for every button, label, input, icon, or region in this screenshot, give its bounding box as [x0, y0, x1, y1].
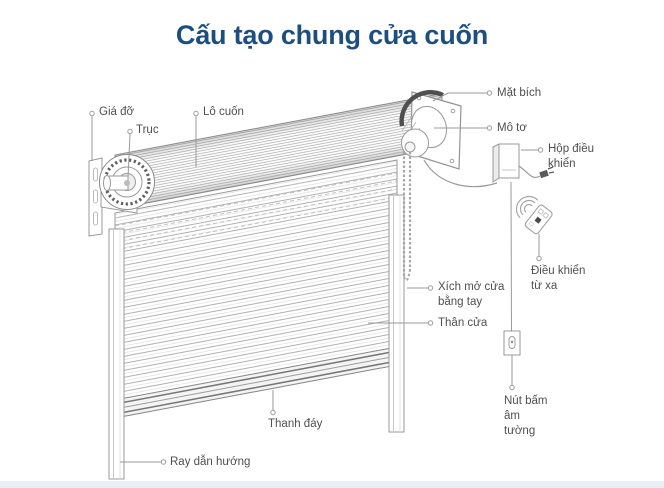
- label-nut-bam-am-tuong: Nút bấm âm tường: [504, 395, 548, 437]
- label-lo-cuon: Lô cuốn: [203, 106, 244, 118]
- label-thanh-day: Thanh đáy: [268, 418, 323, 430]
- leader-markers: [89, 90, 544, 465]
- wall-cable: [510, 181, 512, 332]
- label-dieu-khien-tu-xa: Điều khiển từ xa: [531, 265, 586, 292]
- page-title: Cấu tạo chung cửa cuốn: [175, 20, 489, 50]
- label-truc: Trục: [136, 124, 159, 136]
- right-guide-rail: [388, 194, 405, 433]
- wifi-waves-icon: [515, 195, 539, 219]
- bottom-bar: [114, 346, 398, 419]
- floor-line: [0, 481, 664, 488]
- leader-lines: [91, 92, 540, 463]
- manual-chain: [402, 152, 412, 282]
- left-guide-rail: [108, 228, 125, 480]
- label-hop-dieu-khien: Hộp điều khiển: [548, 143, 595, 170]
- motor-cable: [423, 159, 498, 188]
- label-mo-to: Mô tơ: [497, 122, 527, 134]
- remote-control: [524, 204, 553, 235]
- motor: [399, 89, 448, 158]
- label-gia-do: Giá đỡ: [99, 106, 135, 118]
- label-xich-mo-cua: Xích mở cửa bằng tay: [438, 281, 505, 308]
- shaft: [103, 175, 130, 191]
- label-than-cua: Thân cửa: [438, 317, 488, 329]
- label-mat-bich: Mặt bích: [497, 87, 542, 99]
- power-plug: [518, 165, 555, 179]
- control-box: [492, 143, 520, 183]
- label-ray-dan-huong: Ray dẫn hướng: [170, 456, 251, 468]
